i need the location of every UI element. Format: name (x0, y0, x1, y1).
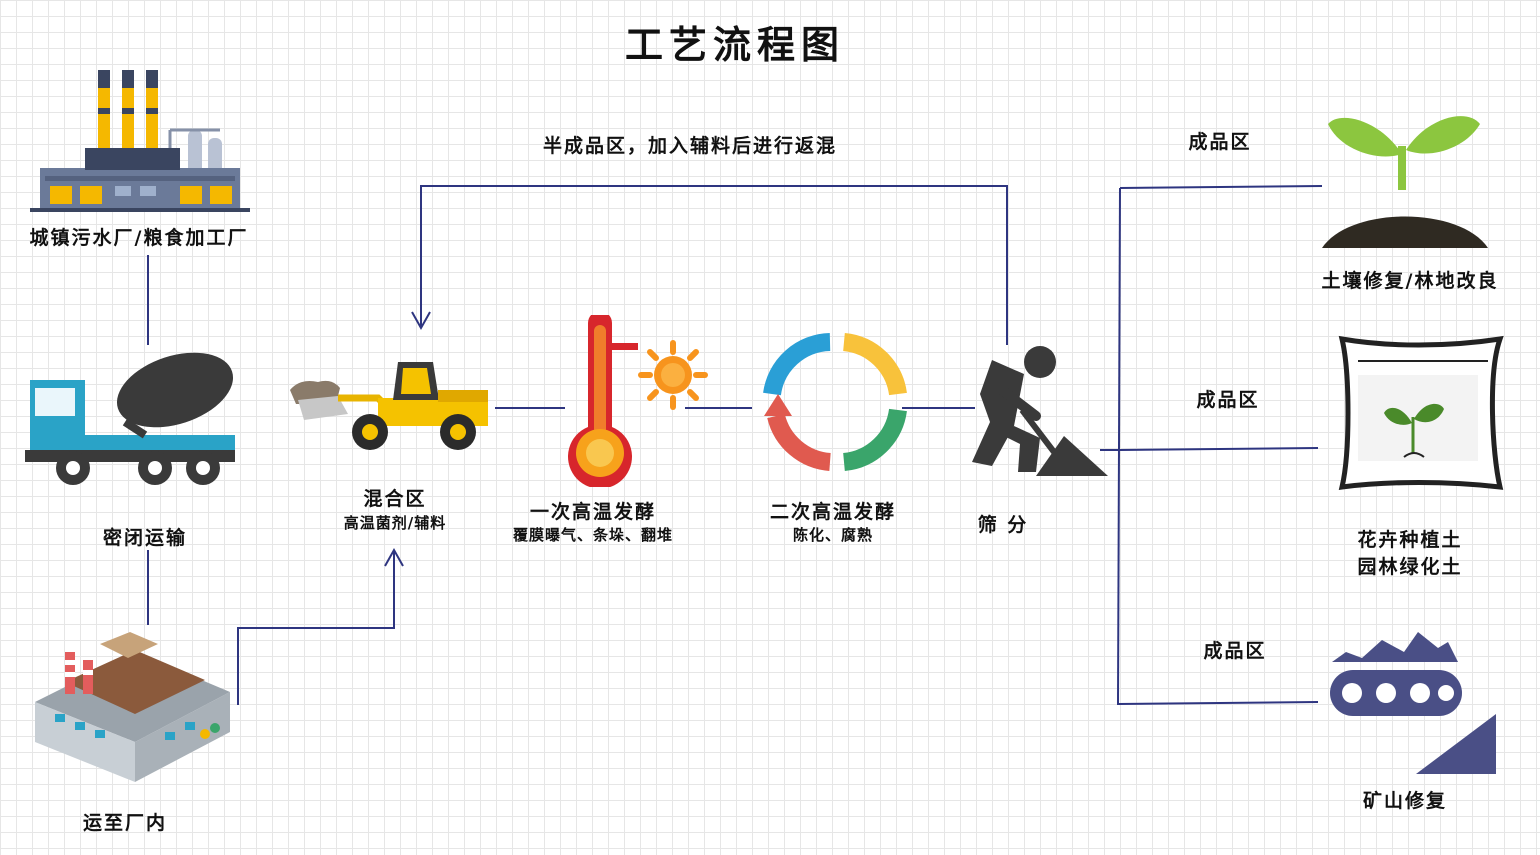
return-loop-line (420, 185, 1008, 345)
product-zone-label-2: 成品区 (1196, 389, 1260, 411)
product-label-flower-soil: 花卉种植土 (1357, 529, 1463, 551)
product-label-landscape-soil: 园林绿化土 (1357, 556, 1463, 578)
worker-shovel-icon (972, 346, 1108, 476)
sprout-soil-icon (1322, 116, 1488, 248)
mixing-sub-label: 高温菌剂/辅料 (343, 514, 447, 532)
arrival-label: 运至厂内 (82, 812, 167, 834)
mixer-truck-icon (25, 352, 235, 485)
branch-trunk (1117, 187, 1121, 706)
branch-mine (1117, 701, 1319, 705)
screening-label: 筛 分 (977, 514, 1029, 536)
thermometer-icon (568, 315, 638, 487)
product-label-mine: 矿山修复 (1362, 790, 1447, 812)
return-arrow-head-mixing (384, 547, 404, 567)
page-title: 工艺流程图 (624, 23, 845, 67)
transport-label: 密闭运输 (102, 527, 187, 549)
sun-icon (638, 340, 708, 410)
branch-bag (1119, 447, 1319, 451)
soil-bag-icon (1338, 335, 1504, 490)
mixing-label: 混合区 (363, 488, 427, 510)
factory-icon (30, 70, 250, 212)
connector-plant-to-mixing (237, 550, 395, 705)
second-ferment-label: 二次高温发酵 (769, 501, 896, 523)
second-ferment-sub-label: 陈化、腐熟 (792, 526, 873, 544)
wheel-loader-icon (290, 362, 488, 450)
plant-building-icon (35, 632, 230, 782)
product-label-soil: 土壤修复/林地改良 (1321, 270, 1499, 292)
product-zone-label-1: 成品区 (1188, 131, 1252, 153)
branch-soil (1119, 185, 1323, 189)
first-ferment-sub-label: 覆膜曝气、条垛、翻堆 (512, 526, 673, 544)
mine-conveyor-icon (1330, 632, 1496, 774)
product-zone-label-3: 成品区 (1203, 640, 1267, 662)
return-loop-arrow-head (411, 311, 431, 331)
factory-label: 城镇污水厂/粮食加工厂 (29, 227, 249, 249)
return-loop-label: 半成品区，加入辅料后进行返混 (542, 135, 837, 157)
cycle-arrows-icon (763, 333, 907, 471)
first-ferment-label: 一次高温发酵 (529, 501, 656, 523)
